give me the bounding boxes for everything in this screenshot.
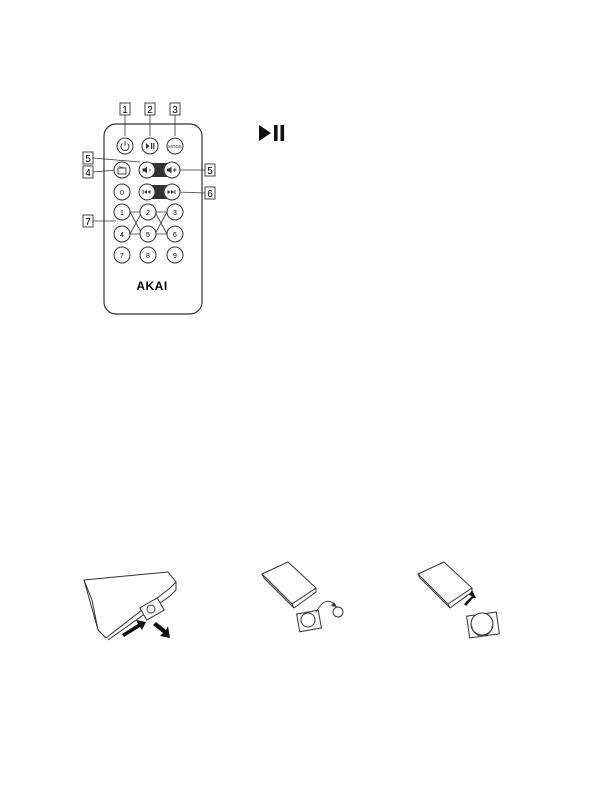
power-button[interactable] (117, 138, 133, 154)
digit-8-button[interactable]: 8 (140, 247, 156, 263)
svg-text:8: 8 (146, 253, 150, 260)
digit-4-button[interactable]: 4 (114, 226, 130, 242)
svg-text:2: 2 (147, 105, 153, 116)
digit-5-button[interactable]: 5 (140, 226, 156, 242)
coin-battery-icon (471, 613, 493, 635)
digit-3-button[interactable]: 3 (167, 204, 183, 220)
play-pause-button[interactable] (142, 138, 158, 154)
svg-text:0: 0 (120, 190, 124, 197)
pull-arrow-icon (153, 622, 170, 638)
radio-button[interactable] (114, 162, 130, 178)
svg-text:MODE: MODE (168, 144, 182, 149)
volume-down-button[interactable] (139, 162, 155, 178)
svg-text:6: 6 (173, 232, 177, 239)
svg-text:4: 4 (85, 168, 91, 179)
previous-track-button[interactable] (139, 184, 155, 200)
svg-text:7: 7 (85, 217, 91, 228)
remote-control-diagram: 1 2 3 5 4 5 6 7 (78, 100, 228, 316)
svg-text:3: 3 (172, 105, 178, 116)
svg-text:1: 1 (120, 210, 124, 217)
svg-text:5: 5 (146, 232, 150, 239)
svg-text:5: 5 (85, 154, 91, 165)
volume-up-button[interactable] (164, 162, 180, 178)
svg-text:9: 9 (173, 253, 177, 260)
digit-1-button[interactable]: 1 (114, 204, 130, 220)
digit-0-button[interactable]: 0 (114, 184, 130, 200)
battery-step-3-illustration (414, 560, 506, 646)
digit-2-button[interactable]: 2 (140, 204, 156, 220)
coin-battery-icon (333, 607, 343, 617)
mode-button[interactable]: MODE (167, 138, 183, 154)
svg-text:2: 2 (146, 210, 150, 217)
svg-text:4: 4 (120, 232, 124, 239)
svg-text:3: 3 (173, 210, 177, 217)
digit-6-button[interactable]: 6 (167, 226, 183, 242)
battery-step-1-illustration (78, 560, 184, 642)
digit-9-button[interactable]: 9 (167, 247, 183, 263)
svg-text:5: 5 (207, 166, 213, 177)
svg-text:1: 1 (122, 105, 128, 116)
next-track-button[interactable] (164, 184, 180, 200)
svg-text:6: 6 (207, 189, 213, 200)
battery-step-2-illustration (258, 560, 350, 642)
digit-7-button[interactable]: 7 (114, 247, 130, 263)
play-pause-icon (256, 122, 290, 144)
brand-logo: AKAI (136, 279, 167, 293)
svg-text:7: 7 (120, 253, 124, 260)
